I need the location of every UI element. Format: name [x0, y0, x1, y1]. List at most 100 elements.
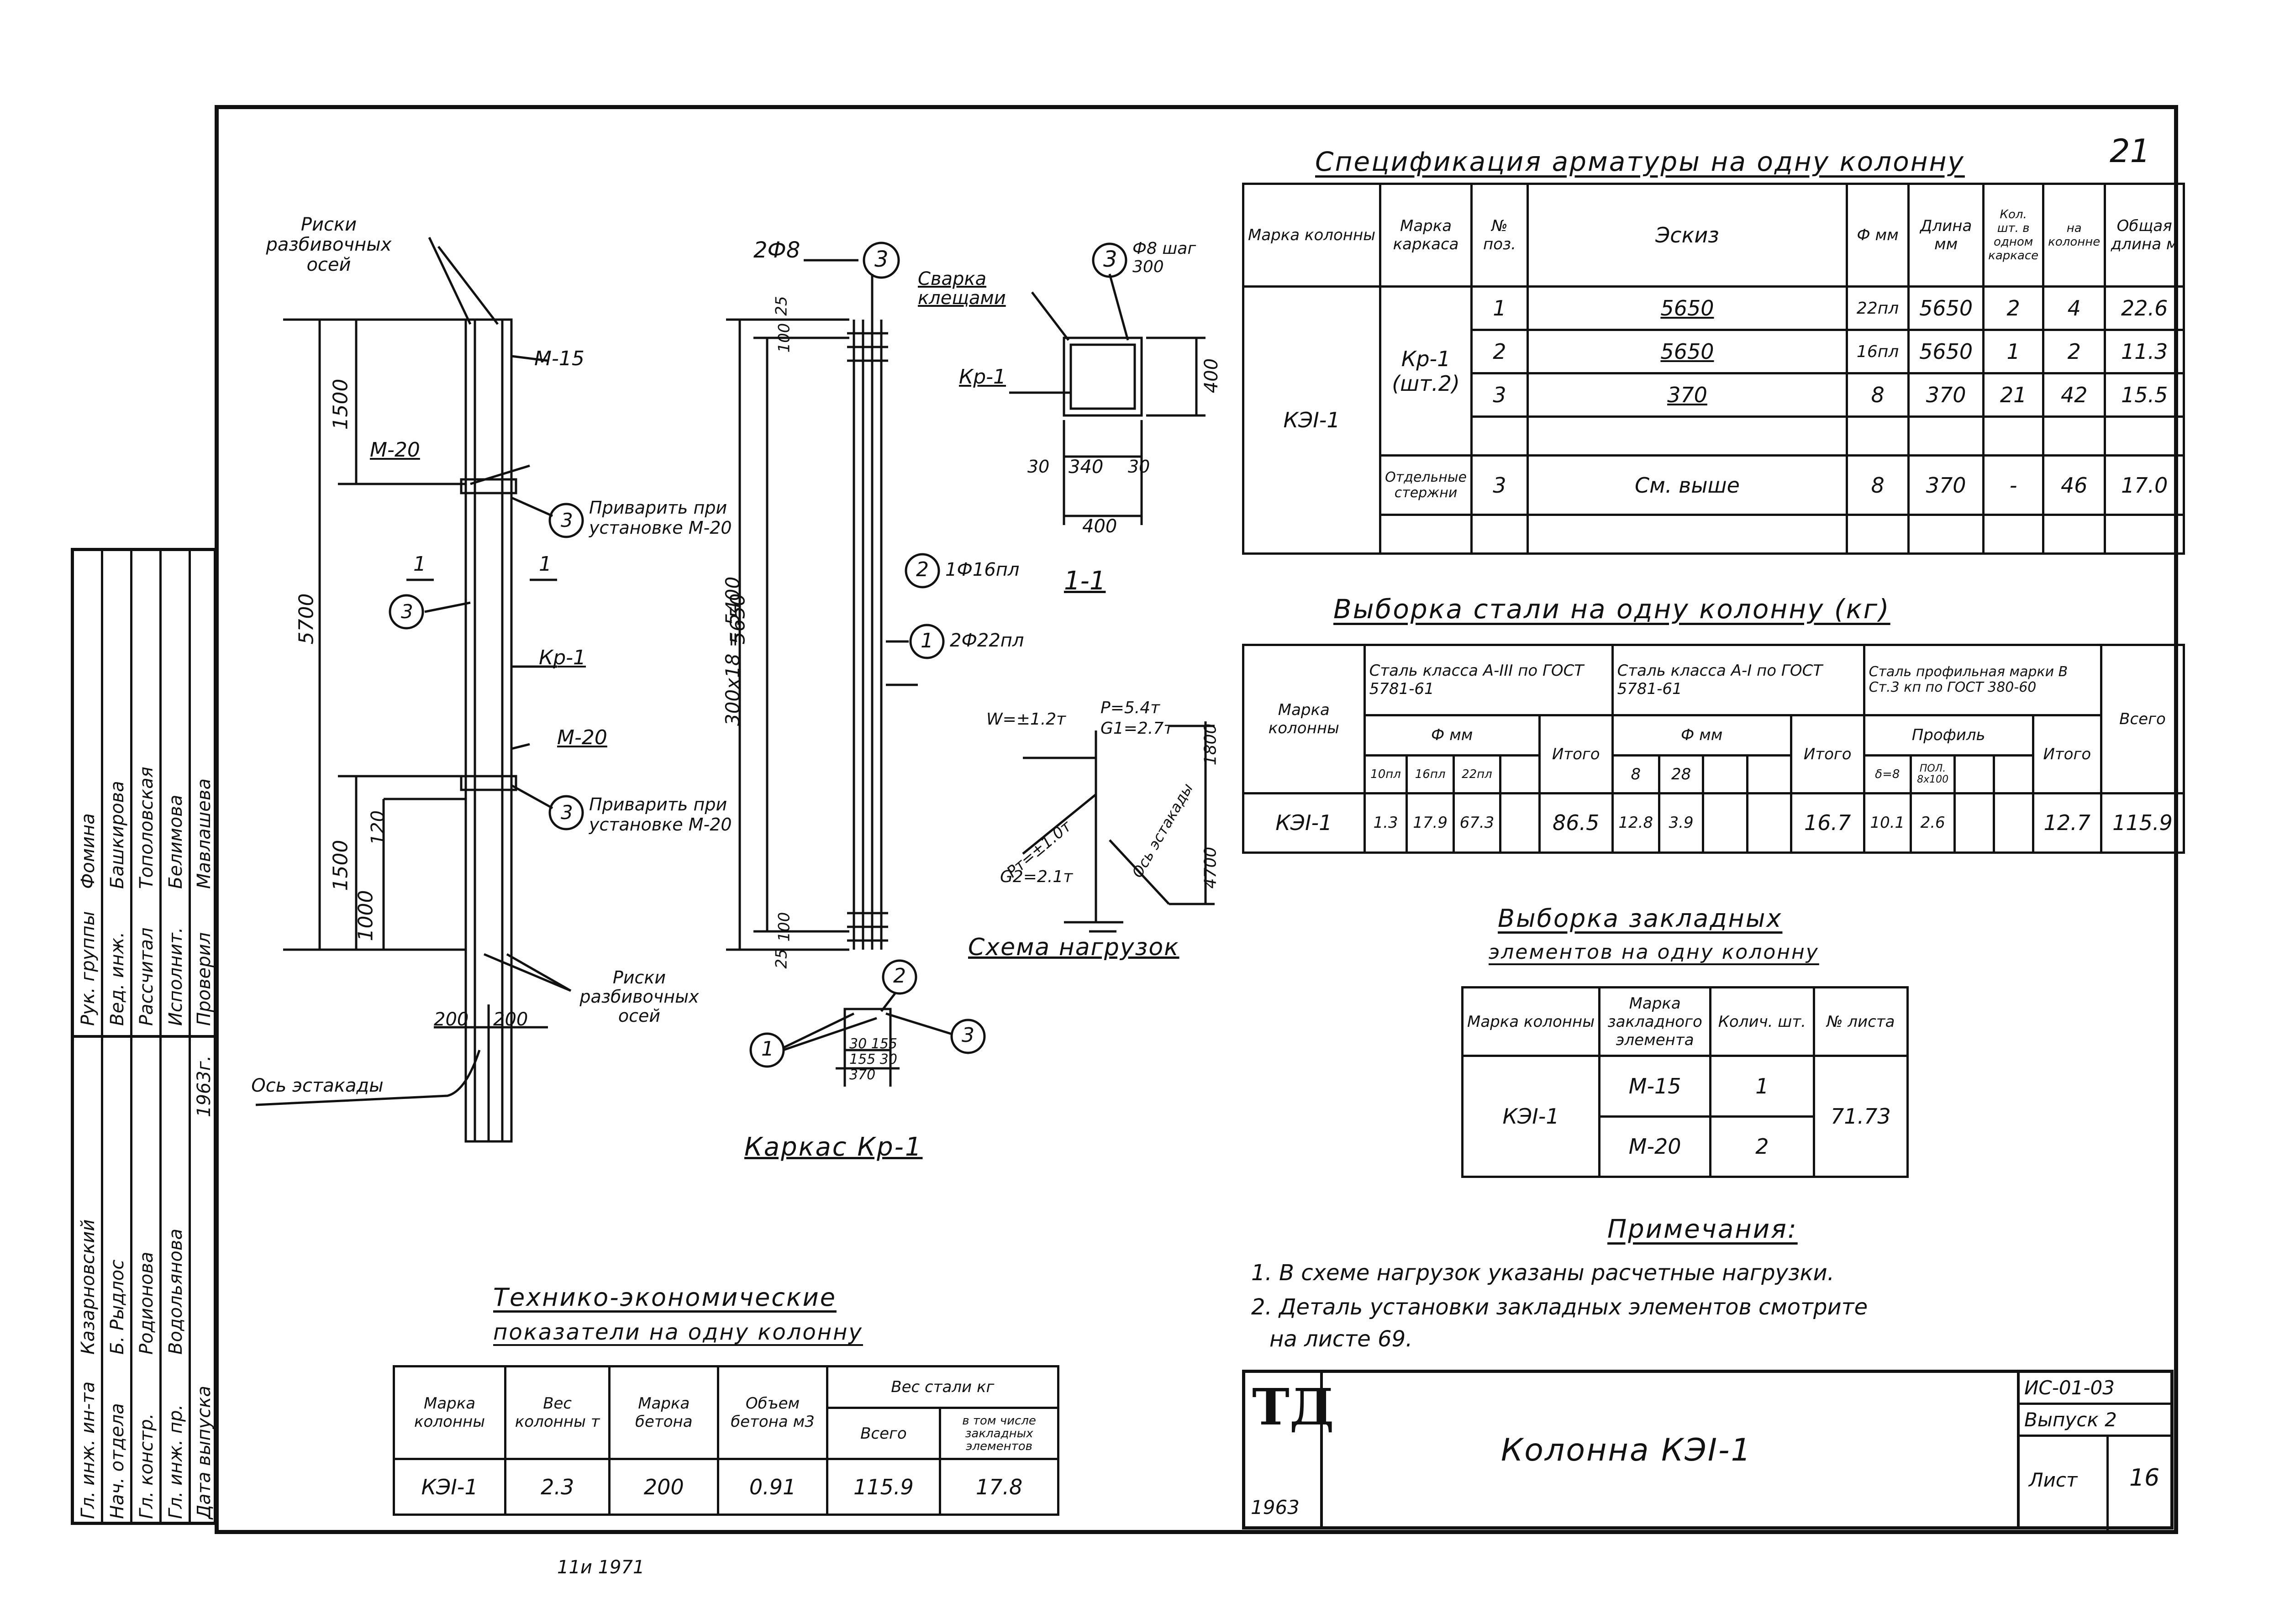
spec-r3-pos: 3	[1470, 372, 1529, 418]
sig-r2-name-a: Б. Рыдлос	[107, 1259, 128, 1355]
frame-callout-3: 3	[874, 247, 889, 272]
spec-h-sketch: Эскиз	[1526, 183, 1848, 288]
frame-callout-1: 1	[921, 629, 933, 652]
sig-r1-role-b: Рук. группы	[78, 911, 99, 1026]
steel-title: Выборка стали на одну колонну (кг)	[1333, 594, 1890, 625]
frame-bar-16-label: 1Ф16пл	[945, 559, 1020, 580]
steel-sub-a3-0: 10пл	[1363, 754, 1408, 794]
steel-h-prof-itogo: Итого	[2032, 714, 2102, 794]
spec-r1-dia: 22пл	[1846, 285, 1910, 331]
spec-r3-len: 370	[1907, 372, 1985, 418]
steel-sub-a1-0: 8	[1611, 754, 1660, 794]
embed-r2-count: 2	[1709, 1115, 1815, 1178]
stamp-sheet-number: 16	[2129, 1464, 2160, 1492]
frame-bottom-callout-1: 1	[761, 1037, 774, 1061]
spec-r3-c2: 42	[2042, 372, 2106, 418]
section-dim-30-right: 30	[1128, 457, 1150, 477]
load-g1: G1=2.7т	[1100, 719, 1174, 738]
spec-r2-pos: 2	[1470, 329, 1529, 374]
steel-h-a1-dia: Ф мм	[1611, 714, 1792, 757]
sig-r4-name-a: Водольянова	[165, 1229, 186, 1355]
spec-r2-c1: 1	[1982, 329, 2045, 374]
stamp-sheet-label: Лист	[2029, 1469, 2078, 1491]
sig-r1-name-b: Фомина	[78, 813, 99, 889]
steel-h-a3-itogo: Итого	[1538, 714, 1614, 794]
label-weld-1: Приварить при установке М-20	[589, 498, 732, 538]
spec-h-dia: Ф мм	[1846, 183, 1910, 288]
embed-h-elem: Марка закладного элемента	[1598, 986, 1712, 1057]
spec-r4-dia: 8	[1846, 454, 1910, 516]
steel-row-total: 115.9	[2100, 792, 2185, 854]
tech-table: Марка колонны Вес колонны т Марка бетона…	[392, 1365, 1060, 1516]
spec-h-total-length: Общая длина м	[2104, 183, 2185, 288]
load-p: P=5.4т	[1100, 699, 1160, 717]
tech-h-volume: Объем бетона м3	[717, 1365, 828, 1461]
stamp-title: Колонна КЭI-1	[1501, 1432, 1752, 1468]
steel-h-profile: Профиль	[1863, 714, 2034, 757]
spec-r1-len: 5650	[1907, 285, 1985, 331]
spec-r1-pos: 1	[1470, 285, 1529, 331]
steel-h-a1: Сталь класса А-I по ГОСТ 5781-61	[1611, 644, 1865, 716]
sig-r5-role-b: Проверил	[194, 932, 215, 1026]
steel-row-brand: КЭI-1	[1242, 792, 1366, 854]
section-callout-3: 3	[1103, 247, 1117, 272]
section-kr-label: Кр-1	[959, 365, 1006, 389]
callout-3c: 3	[401, 600, 413, 623]
stamp-code: ИС-01-03	[2024, 1377, 2115, 1399]
spec-h-length: Длина мм	[1907, 183, 1985, 288]
sig-r3-role-b: Рассчитал	[136, 927, 157, 1026]
frame-bottom-dims: 30 155 155 30 370	[849, 1036, 897, 1083]
steel-row-a1-1: 3.9	[1658, 792, 1705, 854]
spec-r1-sketch: 5650	[1526, 285, 1848, 331]
sig-r5-role-a: Дата выпуска	[194, 1386, 215, 1519]
frame-dim-100-bottom: 100	[775, 912, 794, 942]
dim-120: 120	[368, 810, 389, 846]
spec-title: Спецификация арматуры на одну колонну	[1315, 146, 1965, 177]
spec-r4-sketch: См. выше	[1526, 454, 1848, 516]
sig-r1-name-a: Казарновский	[78, 1219, 99, 1355]
risks-bottom-label: Риски разбивочных осей	[579, 967, 699, 1026]
spec-r2-dia: 16пл	[1846, 329, 1910, 374]
callout-3b: 3	[561, 801, 573, 824]
stamp-logo-cell: ТД 1963	[1245, 1373, 1334, 1526]
steel-row-prof-0: 10.1	[1863, 792, 1912, 854]
steel-h-prof: Сталь профильная марки В Ст.3 кп по ГОСТ…	[1863, 644, 2102, 716]
spec-r2-total: 11.3	[2104, 329, 2185, 374]
dim-5700: 5700	[295, 593, 318, 645]
tech-row-brand: КЭI-1	[392, 1458, 507, 1516]
steel-row-a3-2: 67.3	[1452, 792, 1502, 854]
signature-block: Гл. инж. ин-та Казарновский Рук. группы …	[71, 548, 217, 1525]
frame-title: Каркас Кр-1	[744, 1132, 923, 1162]
frame-dim-pitch: 300х18 = 5400	[721, 576, 744, 726]
spec-r4-total: 17.0	[2104, 454, 2185, 516]
steel-sub-a1-1: 28	[1658, 754, 1705, 794]
section-mark-right: 1	[539, 552, 552, 576]
steel-h-a3-dia: Ф мм	[1363, 714, 1541, 757]
tech-h-emb: в том числе закладных элементов	[939, 1407, 1059, 1461]
spec-r4-c2: 46	[2042, 454, 2106, 516]
steel-sub-prof-1: ПОЛ. 8х100	[1909, 754, 1956, 794]
section-stirrup-label: Ф8 шаг 300	[1132, 239, 1196, 276]
spec-h-count-one: Кол. шт. в одном каркасе	[1982, 183, 2045, 288]
frame-top-bar-label: 2Ф8	[753, 237, 800, 263]
section-mark-left: 1	[413, 552, 426, 576]
section-title: 1-1	[1064, 566, 1106, 596]
section-weld-label: Сварка клещами	[918, 268, 1006, 309]
section-dim-30-left: 30	[1027, 457, 1050, 477]
sig-r3-name-b: Тополовская	[136, 767, 157, 889]
tech-row-steel: 115.9	[826, 1458, 942, 1516]
embed-h-brand: Марка колонны	[1461, 986, 1601, 1057]
note-2: 2. Деталь установки закладных элементов …	[1251, 1294, 1868, 1320]
tech-row-weight: 2.3	[504, 1458, 611, 1516]
tech-title-1: Технико-экономические	[493, 1283, 837, 1312]
spec-column-brand: КЭI-1	[1242, 285, 1382, 555]
steel-row-prof-1: 2.6	[1909, 792, 1956, 854]
stamp-year: 1963	[1251, 1496, 1300, 1519]
section-dim-400-v: 400	[1201, 358, 1222, 394]
label-m20-bottom: М-20	[557, 726, 607, 749]
tech-h-all: Всего	[826, 1407, 942, 1461]
tech-h-weight: Вес колонны т	[504, 1365, 611, 1461]
steel-h-total: Всего	[2100, 644, 2185, 794]
steel-sub-prof-0: δ=8	[1863, 754, 1912, 794]
